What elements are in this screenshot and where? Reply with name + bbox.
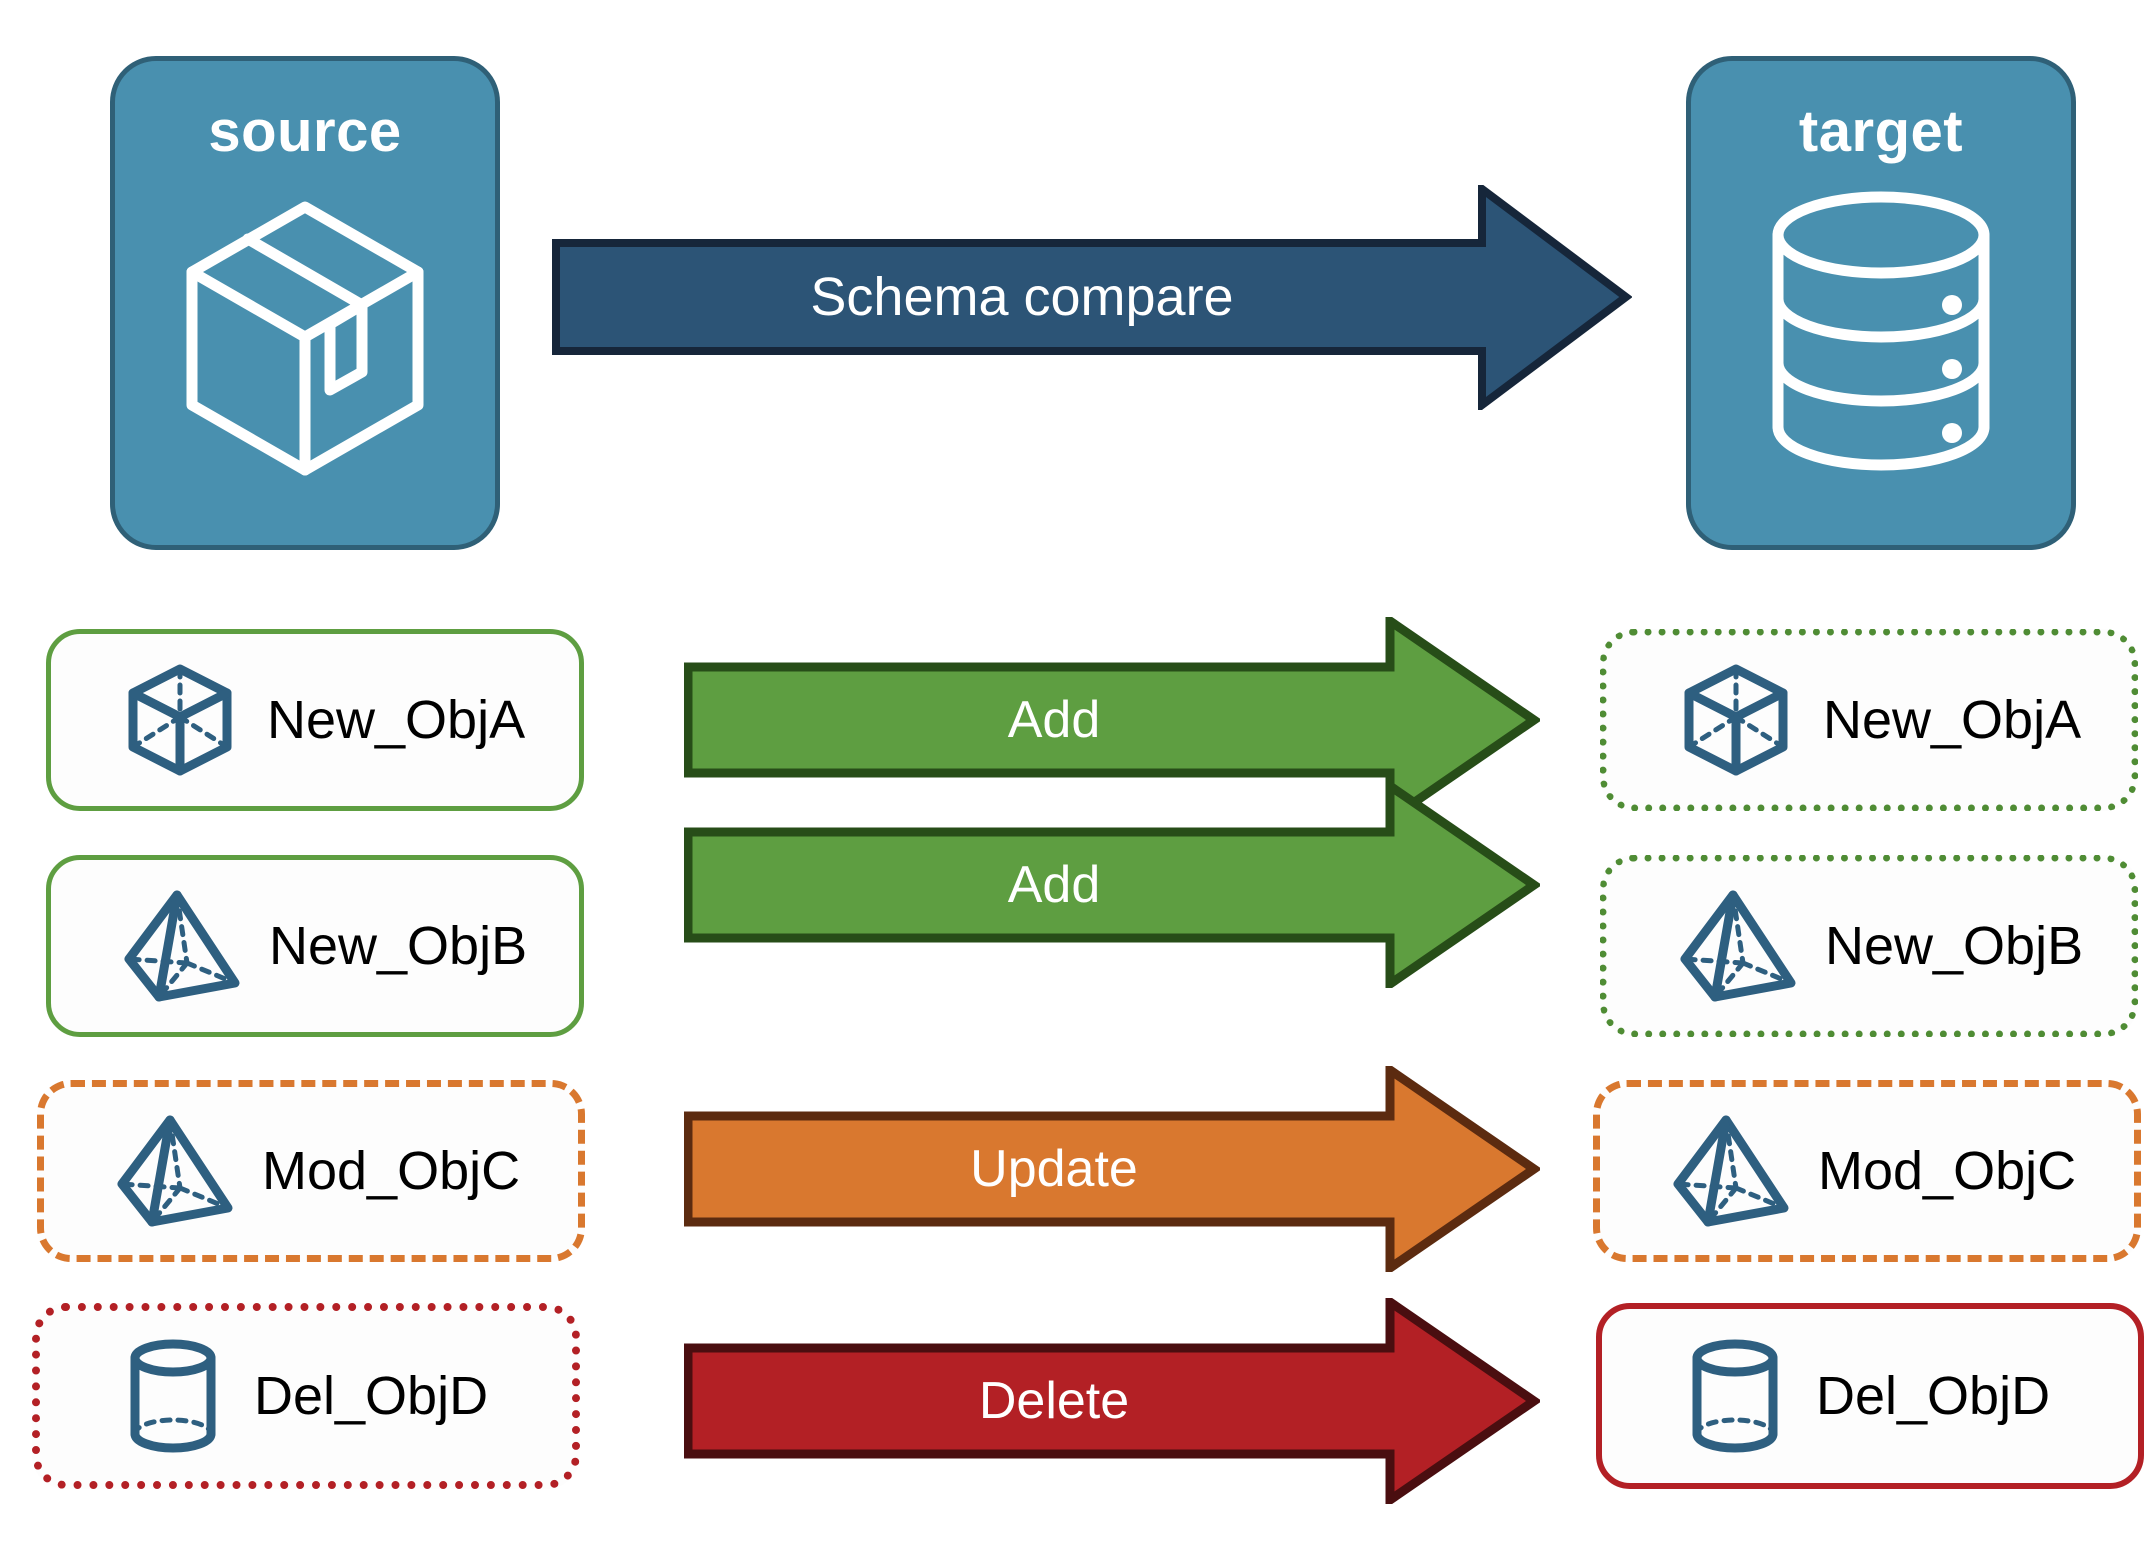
source-object-label-2: New_ObjB — [269, 916, 528, 976]
action-arrow-4[interactable]: Delete — [683, 1293, 1542, 1509]
source-object-chip-1[interactable]: New_ObjA — [46, 629, 584, 811]
target-object-chip-4[interactable]: Del_ObjD — [1596, 1303, 2144, 1489]
action-arrow-2[interactable]: Add — [683, 777, 1542, 993]
target-object-label-3: Mod_ObjC — [1818, 1141, 2077, 1201]
target-card[interactable]: target — [1686, 56, 2076, 550]
schema-compare-arrow[interactable]: Schema compare — [552, 181, 1633, 413]
source-object-chip-3[interactable]: Mod_ObjC — [37, 1080, 585, 1262]
wireframe-pyramid-icon — [1677, 887, 1799, 1005]
wireframe-pyramid-icon — [1670, 1112, 1792, 1230]
source-object-label-1: New_ObjA — [267, 690, 526, 750]
target-object-label-1: New_ObjA — [1823, 690, 2082, 750]
source-card-title: source — [208, 99, 402, 164]
source-card[interactable]: source — [110, 56, 500, 550]
target-object-label-4: Del_ObjD — [1816, 1366, 2051, 1426]
wireframe-cube-icon — [1681, 661, 1791, 779]
wireframe-cube-icon — [125, 661, 235, 779]
package-box-icon — [170, 187, 440, 482]
wireframe-pyramid-icon — [114, 1112, 236, 1230]
wireframe-cylinder-icon — [126, 1338, 220, 1454]
wireframe-pyramid-icon — [121, 887, 243, 1005]
target-card-title: target — [1798, 99, 1964, 164]
target-object-chip-2[interactable]: New_ObjB — [1600, 855, 2138, 1037]
source-object-label-3: Mod_ObjC — [262, 1141, 521, 1201]
target-object-chip-3[interactable]: Mod_ObjC — [1593, 1080, 2141, 1262]
source-object-chip-4[interactable]: Del_ObjD — [32, 1303, 580, 1489]
target-object-chip-1[interactable]: New_ObjA — [1600, 629, 2138, 811]
action-arrow-3[interactable]: Update — [683, 1061, 1542, 1277]
source-object-label-4: Del_ObjD — [254, 1366, 489, 1426]
source-object-chip-2[interactable]: New_ObjB — [46, 855, 584, 1037]
database-cylinder-icon — [1756, 187, 2006, 482]
wireframe-cylinder-icon — [1688, 1338, 1782, 1454]
target-object-label-2: New_ObjB — [1825, 916, 2084, 976]
